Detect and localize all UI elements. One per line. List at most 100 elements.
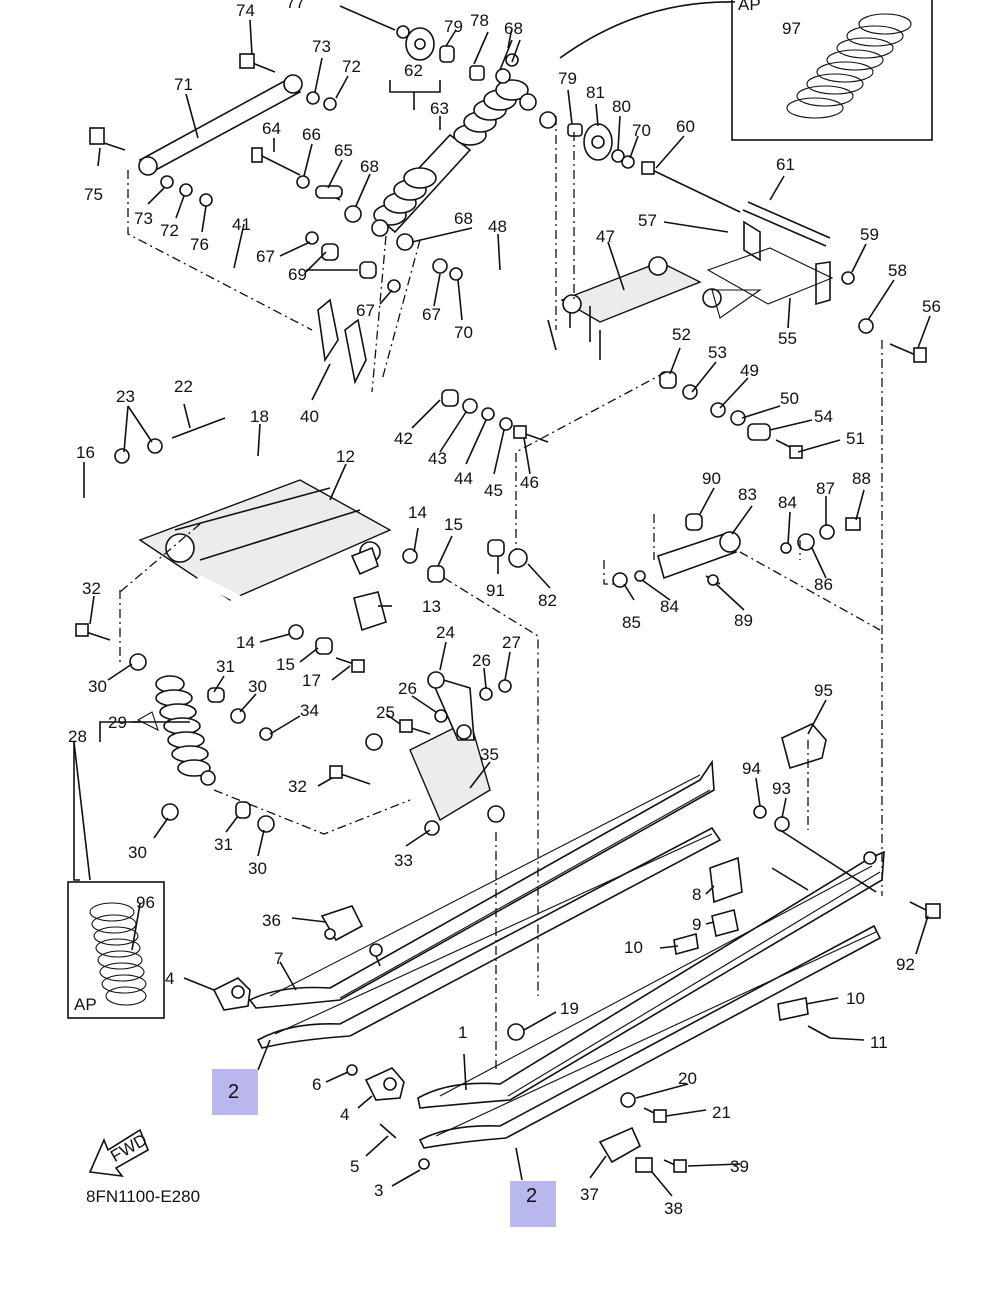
slide-rail-left-7-drawing bbox=[248, 759, 715, 1009]
torque-arm-71-drawing bbox=[89, 53, 303, 176]
part-label-5: 5 bbox=[350, 1157, 359, 1176]
part-label-92: 92 bbox=[896, 955, 915, 974]
part-label-28: 28 bbox=[68, 727, 87, 746]
part-label-66: 66 bbox=[302, 125, 321, 144]
spring-96-drawing bbox=[89, 902, 147, 1006]
part-label-93: 93 bbox=[772, 779, 791, 798]
part-label-15b: 15 bbox=[276, 655, 295, 674]
part-label-1: 1 bbox=[458, 1023, 467, 1042]
rear-shock-62-drawing bbox=[371, 79, 537, 237]
part-label-64: 64 bbox=[262, 119, 281, 138]
part-label-70b: 70 bbox=[454, 323, 473, 342]
part-label-84a: 84 bbox=[778, 493, 797, 512]
part-label-72a: 72 bbox=[342, 57, 361, 76]
part-label-73b: 73 bbox=[134, 209, 153, 228]
part-label-22: 22 bbox=[174, 377, 193, 396]
part-label-50: 50 bbox=[780, 389, 799, 408]
part-label-67b: 67 bbox=[356, 301, 375, 320]
part-label-45: 45 bbox=[484, 481, 503, 500]
part-label-40: 40 bbox=[300, 407, 319, 426]
rear-axle-bracket-drawing bbox=[706, 201, 927, 363]
part-label-3: 3 bbox=[374, 1181, 383, 1200]
ap-label-bottom: AP bbox=[74, 995, 97, 1014]
part-label-68a: 68 bbox=[504, 19, 523, 38]
control-rod-82-drawing bbox=[487, 513, 861, 588]
part-label-17: 17 bbox=[302, 671, 321, 690]
part-label-67c: 67 bbox=[422, 305, 441, 324]
part-label-21: 21 bbox=[712, 1103, 731, 1122]
part-label-8: 8 bbox=[692, 885, 701, 904]
part-label-4a: 4 bbox=[165, 969, 174, 988]
part-label-41: 41 bbox=[232, 215, 251, 234]
part-label-20: 20 bbox=[678, 1069, 697, 1088]
part-label-26b: 26 bbox=[398, 679, 417, 698]
part-label-6: 6 bbox=[312, 1075, 321, 1094]
part-label-10a: 10 bbox=[624, 938, 643, 957]
part-label-75: 75 bbox=[84, 185, 103, 204]
part-label-31a: 31 bbox=[216, 657, 235, 676]
spring-97-drawing bbox=[786, 13, 912, 119]
part-label-35: 35 bbox=[480, 745, 499, 764]
part-label-56: 56 bbox=[922, 297, 941, 316]
reference-lines bbox=[119, 116, 883, 1072]
ap-inset-top: AP bbox=[731, 0, 933, 141]
part-label-27: 27 bbox=[502, 633, 521, 652]
bushings-42-46 bbox=[441, 371, 803, 459]
pivot-arm-35-drawing bbox=[329, 671, 512, 836]
part-label-58: 58 bbox=[888, 261, 907, 280]
part-label-32b: 32 bbox=[288, 777, 307, 796]
part-label-88: 88 bbox=[852, 469, 871, 488]
part-label-55: 55 bbox=[778, 329, 797, 348]
part-label-60: 60 bbox=[676, 117, 695, 136]
part-label-80: 80 bbox=[612, 97, 631, 116]
highlight-label-2-right: 2 bbox=[526, 1185, 537, 1207]
part-label-30b: 30 bbox=[248, 677, 267, 696]
part-label-69: 69 bbox=[288, 265, 307, 284]
part-label-70a: 70 bbox=[632, 121, 651, 140]
part-label-76: 76 bbox=[190, 235, 209, 254]
part-label-49: 49 bbox=[740, 361, 759, 380]
part-label-12: 12 bbox=[336, 447, 355, 466]
part-label-30c: 30 bbox=[128, 843, 147, 862]
part-label-39: 39 bbox=[730, 1157, 749, 1176]
part-label-11: 11 bbox=[870, 1033, 888, 1052]
ap-inset-bottom: AP bbox=[67, 881, 165, 1019]
part-label-46: 46 bbox=[520, 473, 539, 492]
part-label-71: 71 bbox=[174, 75, 193, 94]
part-label-19: 19 bbox=[560, 999, 579, 1018]
part-label-63: 63 bbox=[430, 99, 449, 118]
part-label-48: 48 bbox=[488, 217, 507, 236]
part-label-38: 38 bbox=[664, 1199, 683, 1218]
part-label-67a: 67 bbox=[256, 247, 275, 266]
part-label-18: 18 bbox=[250, 407, 269, 426]
part-label-36: 36 bbox=[262, 911, 281, 930]
highlight-part-2-right bbox=[510, 1181, 556, 1227]
part-label-30d: 30 bbox=[248, 859, 267, 878]
part-label-87: 87 bbox=[816, 479, 835, 498]
part-label-74: 74 bbox=[236, 1, 255, 20]
part-label-68c: 68 bbox=[454, 209, 473, 228]
part-label-84b: 84 bbox=[660, 597, 679, 616]
part-label-44: 44 bbox=[454, 469, 473, 488]
part-label-14a: 14 bbox=[408, 503, 427, 522]
part-label-31b: 31 bbox=[214, 835, 233, 854]
part-label-95: 95 bbox=[814, 681, 833, 700]
part-label-94: 94 bbox=[742, 759, 761, 778]
highlight-part-2-left bbox=[212, 1069, 258, 1115]
part-label-72b: 72 bbox=[160, 221, 179, 240]
part-label-97: 97 bbox=[782, 19, 801, 38]
part-label-29: 29 bbox=[108, 713, 127, 732]
part-label-89: 89 bbox=[734, 611, 753, 630]
part-label-23: 23 bbox=[116, 387, 135, 406]
part-label-83: 83 bbox=[738, 485, 757, 504]
part-label-13: 13 bbox=[422, 597, 441, 616]
part-label-85: 85 bbox=[622, 613, 641, 632]
part-label-68b: 68 bbox=[360, 157, 379, 176]
part-label-86: 86 bbox=[814, 575, 833, 594]
part-label-34: 34 bbox=[300, 701, 319, 720]
part-label-33: 33 bbox=[394, 851, 413, 870]
part-label-79b: 79 bbox=[558, 69, 577, 88]
part-label-79a: 79 bbox=[444, 17, 463, 36]
part-label-14b: 14 bbox=[236, 633, 255, 652]
upper-small-parts bbox=[160, 5, 741, 251]
